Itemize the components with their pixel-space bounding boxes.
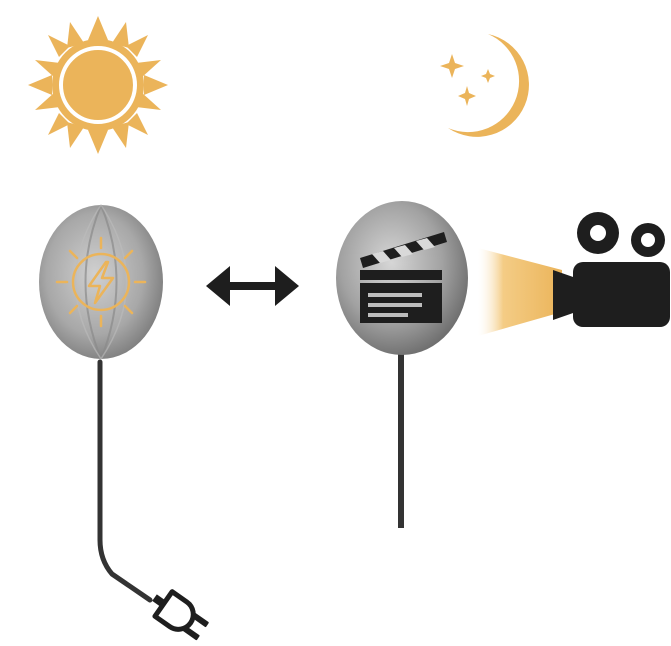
projector-camera-icon xyxy=(553,212,670,327)
light-beam xyxy=(478,248,562,336)
energy-balloon xyxy=(39,205,163,600)
power-plug-icon xyxy=(146,585,212,643)
double-arrow-icon xyxy=(206,266,299,306)
sun-icon xyxy=(28,16,168,154)
moon-stars-icon xyxy=(440,34,529,137)
